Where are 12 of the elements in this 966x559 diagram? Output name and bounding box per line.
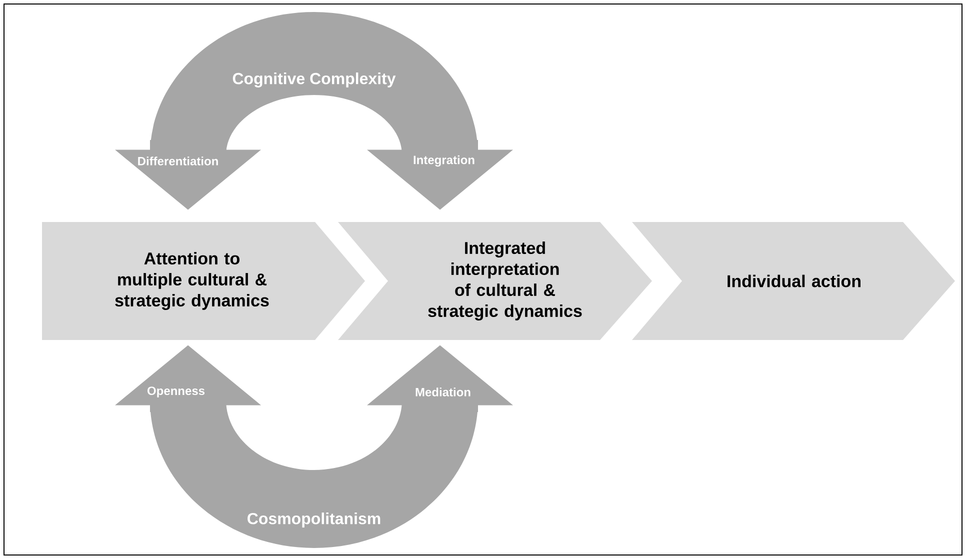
curved-band: Cosmopolitanism: [150, 400, 478, 548]
node-label: Attention to multiple cultural & strategic dynamics: [115, 252, 269, 310]
chevron-box: Attention to multiple cultural & strategic dynamics: [42, 222, 365, 340]
edge-label: Mediation: [414, 386, 472, 398]
curved-band: Cognitive Complexity: [150, 12, 478, 155]
node-label: Integrated interpretation of cultural & strategic dynamics: [428, 242, 582, 320]
chevron-box: Individual action: [632, 222, 955, 340]
edge-label: Openness: [146, 386, 206, 398]
edge-label: Differentiation: [136, 156, 220, 166]
chevron-box: Integrated interpretation of cultural & strategic dynamics: [338, 222, 652, 340]
arrow: [367, 345, 513, 412]
edge-label: Integration: [412, 154, 476, 168]
